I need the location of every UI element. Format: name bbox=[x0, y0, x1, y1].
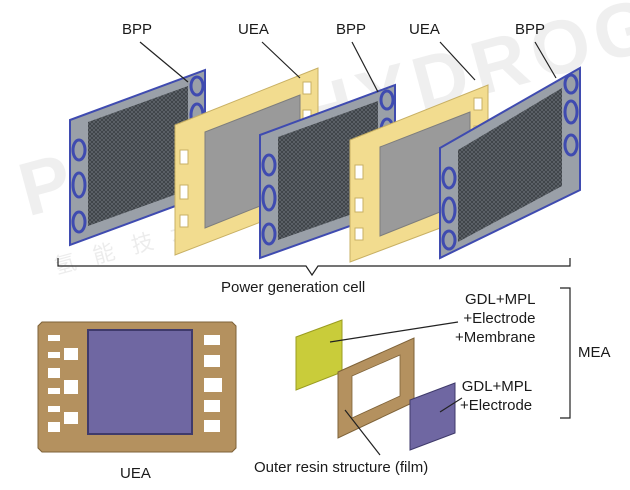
label-power-generation-cell: Power generation cell bbox=[221, 279, 366, 296]
label-mea: MEA bbox=[578, 344, 611, 361]
bpp-plate-1 bbox=[69, 68, 206, 247]
uea-bottom-frame bbox=[37, 321, 237, 453]
power-cell-bracket bbox=[57, 258, 571, 277]
top-leader-lines bbox=[139, 41, 557, 93]
label-uea-bottom: UEA bbox=[120, 465, 151, 482]
bottom-leader-lines bbox=[329, 321, 463, 456]
label-bpp-2: BPP bbox=[336, 21, 367, 38]
mea-resin-film bbox=[337, 337, 415, 439]
label-gdl-mpl-electrode-membrane: GDL+MPL +Electrode +Membrane bbox=[455, 291, 536, 346]
label-gdl-mpl-electrode: GDL+MPL +Electrode bbox=[460, 378, 533, 414]
label-bpp-1: BPP bbox=[122, 21, 153, 38]
label-uea-1: UEA bbox=[238, 21, 269, 38]
mea-bracket bbox=[560, 287, 571, 419]
label-uea-2: UEA bbox=[409, 21, 440, 38]
bpp-plate-3 bbox=[439, 66, 581, 260]
label-bpp-3: BPP bbox=[515, 21, 546, 38]
mea-yellow-layer bbox=[295, 319, 343, 391]
label-outer-resin-structure: Outer resin structure (film) bbox=[254, 459, 429, 476]
mea-purple-layer bbox=[409, 382, 456, 451]
